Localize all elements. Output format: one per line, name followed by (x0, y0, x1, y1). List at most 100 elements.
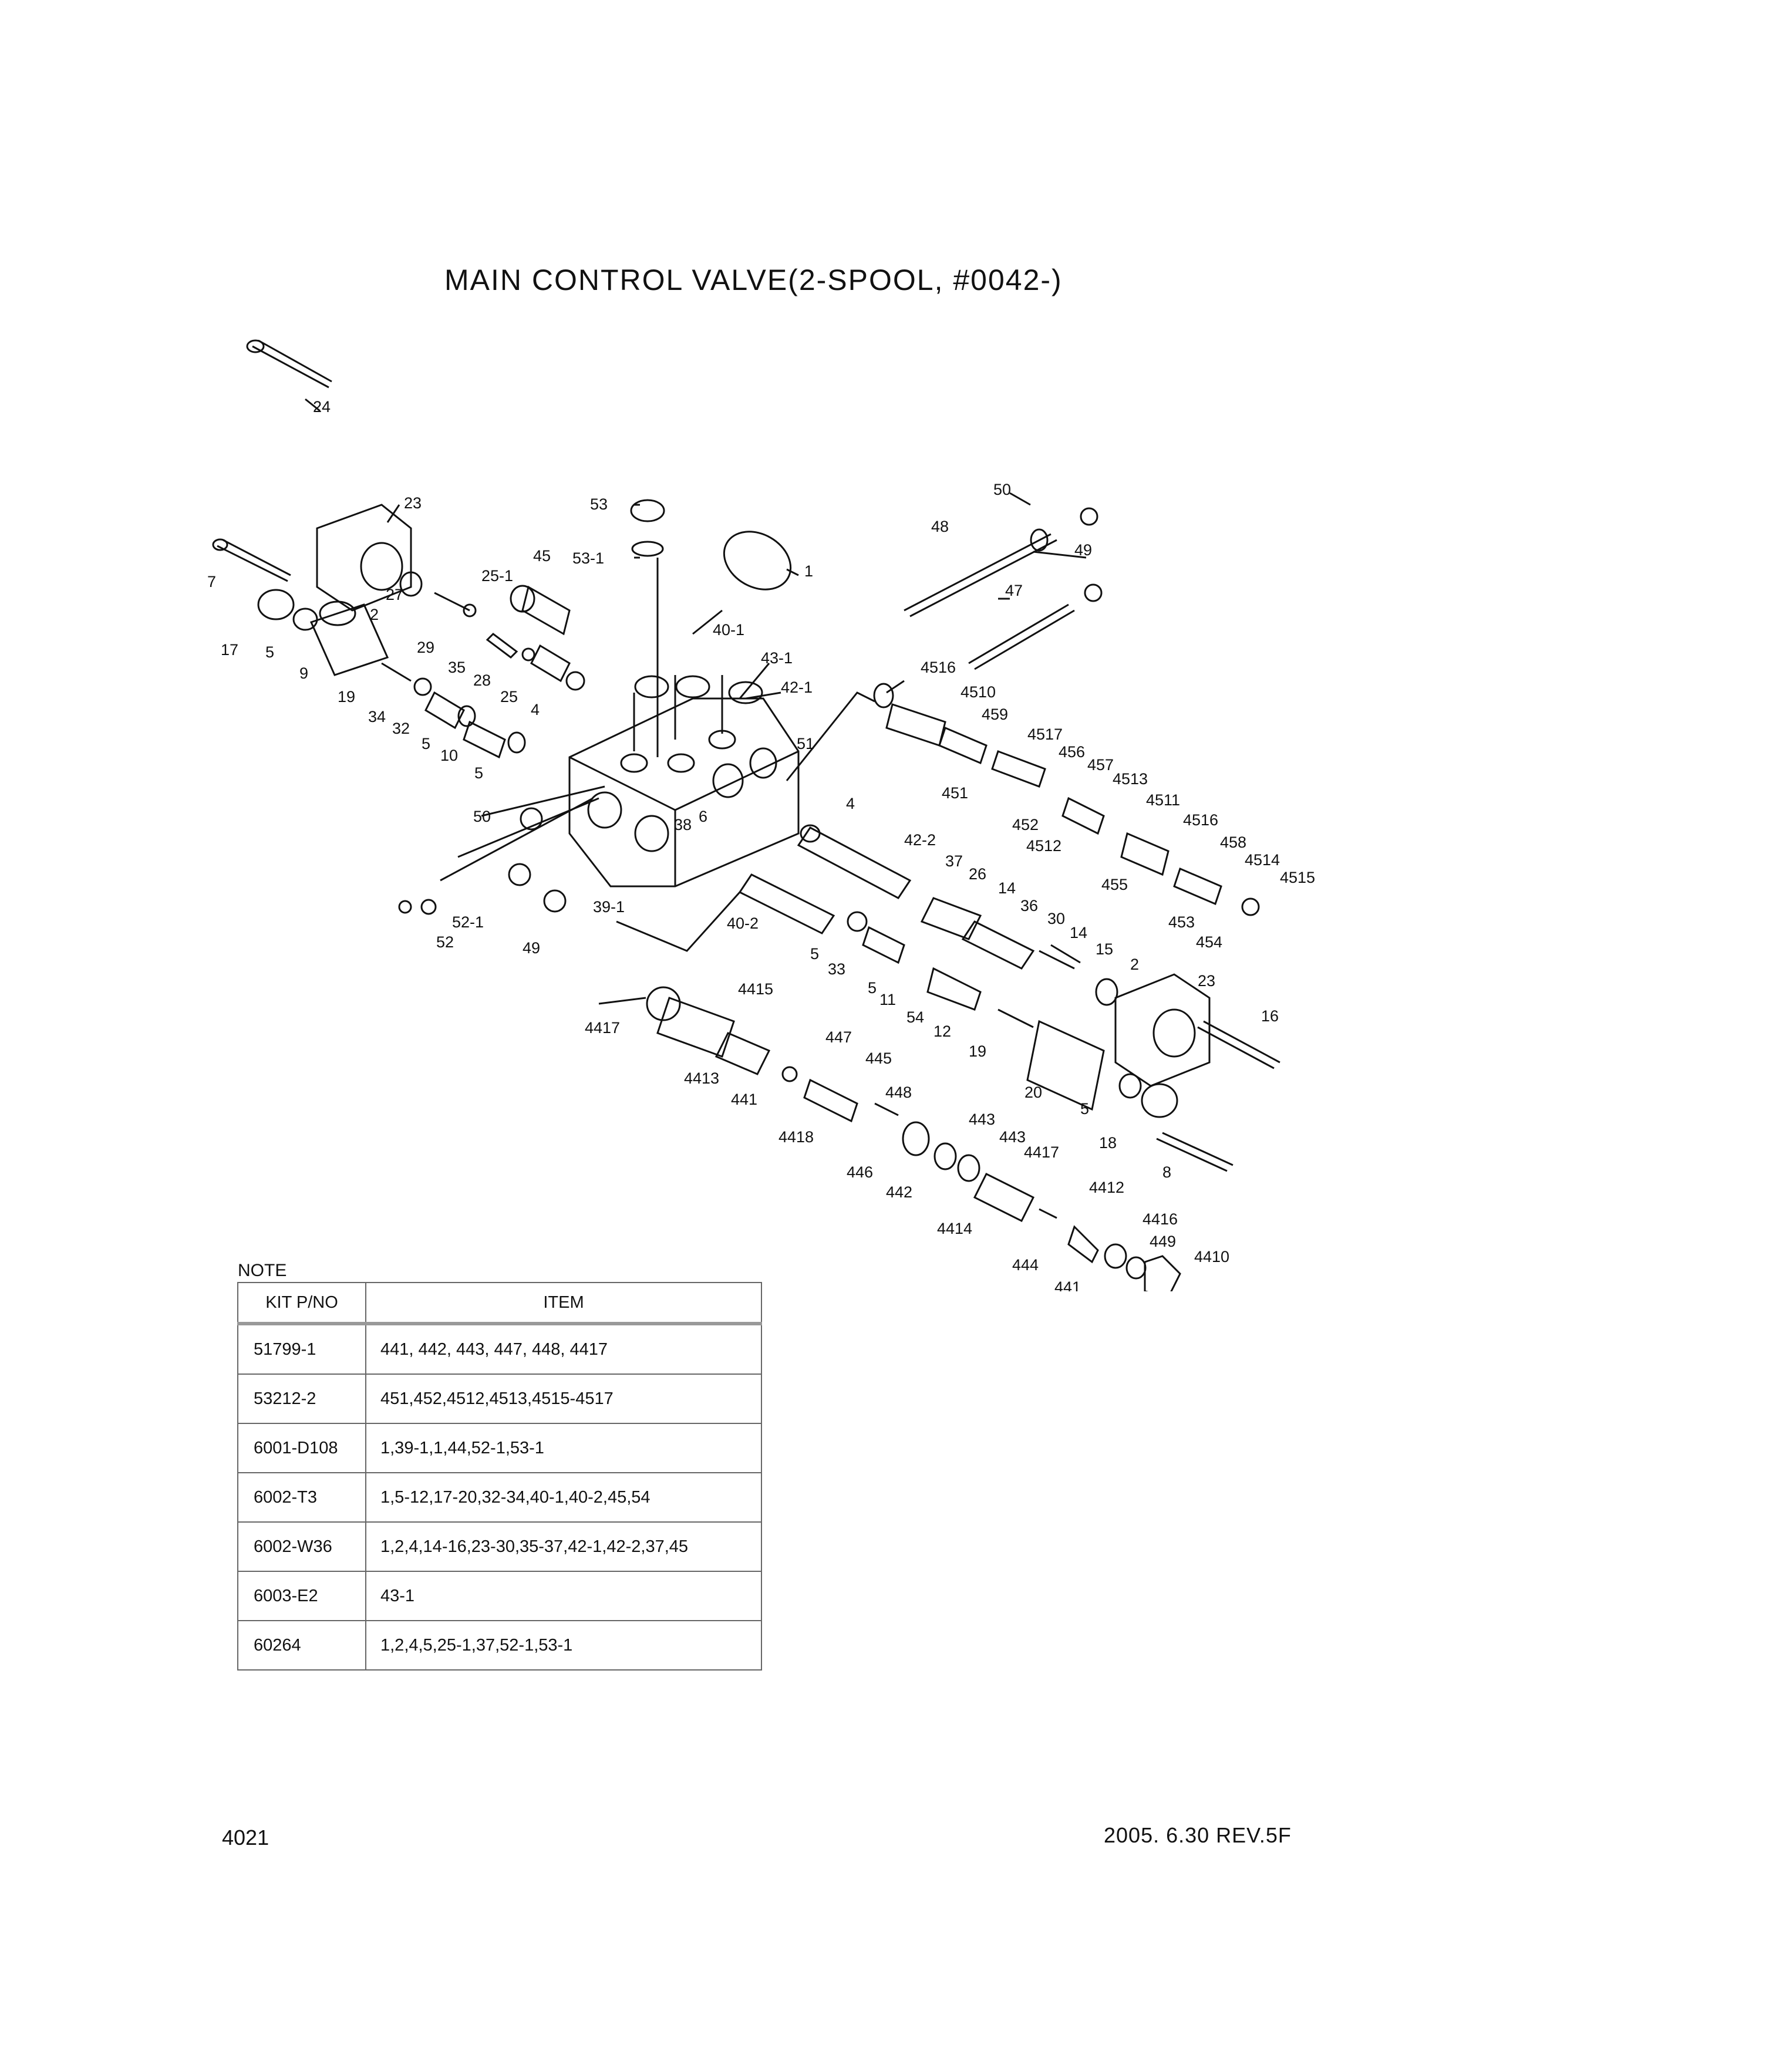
callout: 456 (1059, 743, 1085, 761)
callout: 5 (1080, 1100, 1089, 1118)
callout: 446 (847, 1163, 873, 1181)
callout: 24 (313, 398, 331, 416)
kit-items: 441, 442, 443, 447, 448, 4417 (365, 1323, 762, 1375)
table-row: 6002-T3 1,5-12,17-20,32-34,40-1,40-2,45,… (237, 1472, 762, 1523)
callout: 4512 (1026, 837, 1061, 855)
page-number: 4021 (222, 1825, 269, 1850)
callout: 452 (1012, 816, 1039, 833)
callout: 2 (1130, 956, 1139, 973)
callout: 19 (338, 688, 355, 706)
callout: 5 (868, 979, 877, 997)
callout: 18 (1099, 1134, 1117, 1152)
callout: 23 (1198, 972, 1215, 990)
callout: 10 (440, 747, 458, 764)
callout: 444 (1012, 1256, 1039, 1274)
exploded-parts-diagram: 24 23 53 53-1 1 50 48 49 47 7 2 27 25-1 … (207, 339, 1315, 1291)
callout: 4515 (1280, 869, 1315, 886)
callout: 49 (523, 939, 540, 957)
callout: 4510 (960, 683, 996, 701)
callout: 25-1 (481, 567, 513, 585)
callout: 457 (1087, 756, 1114, 774)
callout: 37 (945, 852, 963, 870)
callout: 447 (825, 1028, 852, 1046)
table-row: 6003-E2 43-1 (237, 1571, 762, 1621)
callout: 445 (865, 1050, 892, 1067)
callout: 34 (368, 708, 386, 725)
callout: 40-1 (713, 621, 744, 639)
callout: 443 (969, 1111, 995, 1128)
callout: 52-1 (452, 913, 484, 931)
callout: 4410 (1194, 1248, 1229, 1266)
callout: 4514 (1245, 851, 1280, 869)
callout: 4414 (937, 1220, 972, 1237)
callout: 4516 (921, 659, 956, 676)
callout: 33 (828, 960, 845, 978)
kit-number: 53212-2 (237, 1374, 366, 1424)
callout: 455 (1101, 876, 1128, 893)
callout: 19 (969, 1042, 986, 1060)
table-row: 6002-W36 1,2,4,14-16,23-30,35-37,42-1,42… (237, 1521, 762, 1572)
callout: 47 (1005, 582, 1023, 599)
callout: 14 (1070, 924, 1087, 941)
callout: 448 (885, 1084, 912, 1101)
callout: 4 (846, 795, 855, 812)
table-header-row: KIT P/NO ITEM (237, 1282, 762, 1324)
callout: 52 (436, 933, 454, 951)
callout: 453 (1168, 913, 1195, 931)
callout-labels: 24 23 53 53-1 1 50 48 49 47 7 2 27 25-1 … (207, 398, 1315, 1291)
kit-number: 6002-T3 (237, 1472, 366, 1523)
callout: 5 (474, 764, 483, 782)
callout: 9 (299, 664, 308, 682)
callout: 4416 (1142, 1210, 1178, 1228)
callout: 2 (370, 606, 379, 623)
kit-items: 1,5-12,17-20,32-34,40-1,40-2,45,54 (365, 1472, 762, 1523)
callout: 54 (906, 1008, 924, 1026)
callout: 20 (1024, 1084, 1042, 1101)
kit-items: 1,2,4,5,25-1,37,52-1,53-1 (365, 1620, 762, 1671)
callout: 4513 (1113, 770, 1148, 788)
callout: 4413 (684, 1069, 719, 1087)
callout: 49 (1074, 541, 1092, 559)
callout: 4418 (778, 1128, 814, 1146)
callout: 451 (942, 784, 968, 802)
kit-items: 1,2,4,14-16,23-30,35-37,42-1,42-2,37,45 (365, 1521, 762, 1572)
callout: 14 (998, 879, 1016, 897)
callout: 12 (933, 1022, 951, 1040)
callout: 454 (1196, 933, 1222, 951)
column-header-item: ITEM (365, 1282, 762, 1324)
callout: 16 (1261, 1007, 1279, 1025)
table-row: 53212-2 451,452,4512,4513,4515-4517 (237, 1374, 762, 1424)
kit-items: 1,39-1,1,44,52-1,53-1 (365, 1423, 762, 1473)
page-title: MAIN CONTROL VALVE(2-SPOOL, #0042-) (444, 264, 1063, 296)
kit-number: 6003-E2 (237, 1571, 366, 1621)
callout: 28 (473, 671, 491, 689)
callout: 38 (674, 816, 692, 833)
kit-items: 451,452,4512,4513,4515-4517 (365, 1374, 762, 1424)
callout: 27 (386, 586, 403, 603)
callout: 36 (1020, 897, 1038, 914)
callout: 4415 (738, 980, 773, 998)
note-label: NOTE (238, 1261, 287, 1280)
callout: 1 (804, 562, 813, 580)
callout: 443 (999, 1128, 1026, 1146)
callout: 45 (533, 547, 551, 565)
callout: 42-1 (781, 679, 813, 696)
kit-number: 51799-1 (237, 1323, 366, 1375)
kit-number: 6002-W36 (237, 1521, 366, 1572)
callout: 4417 (585, 1019, 620, 1037)
callout: 5 (422, 735, 430, 752)
callout: 39-1 (593, 898, 625, 916)
callout: 449 (1150, 1233, 1176, 1250)
callout: 441 (1054, 1278, 1081, 1291)
callout: 32 (392, 720, 410, 737)
callout: 35 (448, 659, 466, 676)
callout: 4511 (1146, 791, 1180, 809)
callout: 4417 (1024, 1143, 1059, 1161)
callout: 23 (404, 494, 422, 512)
kit-table: KIT P/NO ITEM 51799-1 441, 442, 443, 447… (237, 1282, 762, 1671)
column-header-kit: KIT P/NO (237, 1282, 366, 1324)
callout: 5 (810, 945, 819, 963)
diagram-linework (212, 339, 1280, 1291)
callout: 50 (473, 808, 491, 825)
callout: 459 (982, 706, 1008, 723)
